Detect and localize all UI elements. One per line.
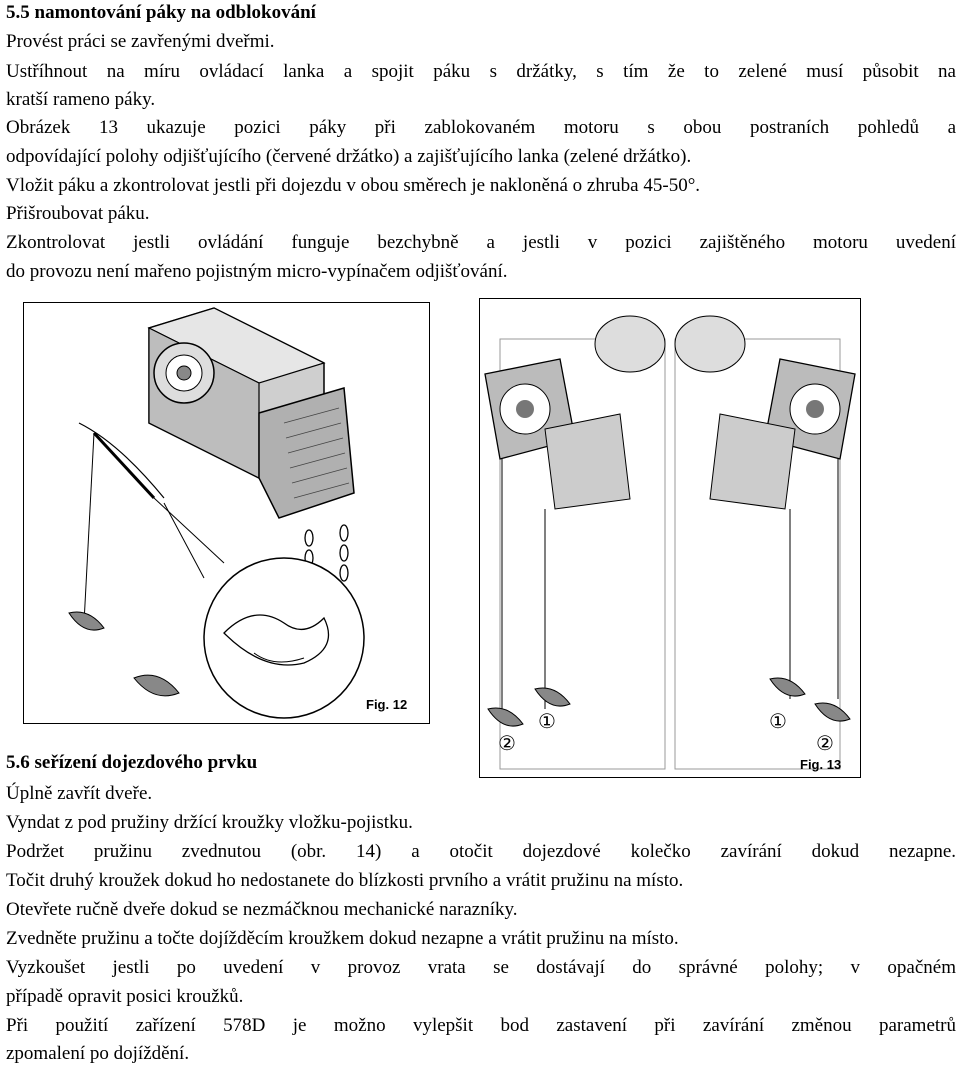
text-line: Ustříhnout na míru ovládací lanka a spoj… [6,61,956,82]
figure-12: Fig. 12 [23,302,430,724]
text-line: Provést práci se zavřenými dveřmi. [6,31,275,52]
text-line: případě opravit posici kroužků. [6,986,244,1007]
text-line: Zkontrolovat jestli ovládání funguje bez… [6,232,956,253]
text-line: Podržet pružinu zvednutou (obr. 14) a ot… [6,841,956,862]
text-line: Zvedněte pružinu a točte dojížděcím krou… [6,928,679,949]
text-line: Vložit páku a zkontrolovat jestli při do… [6,175,701,196]
text-line: Točit druhý kroužek dokud ho nedostanete… [6,870,684,891]
text-line: Vyzkoušet jestli po uvedení v provoz vra… [6,957,956,978]
figure-13-label: Fig. 13 [800,757,842,772]
text-line: kratší rameno páky. [6,89,156,110]
section-5-5-heading: 5.5 namontování páky na odblokování [6,2,316,23]
text-line: Vyndat z pod pružiny držící kroužky vlož… [6,812,413,833]
marker-1-left: ① [538,709,556,733]
marker-2-right: ② [816,731,834,755]
text-line: Přišroubovat páku. [6,203,150,224]
section-5-6-heading: 5.6 seřízení dojezdového prvku [6,752,264,774]
text-line: zpomalení po dojíždění. [6,1043,190,1064]
text-line: Úplně zavřít dveře. [6,783,153,804]
motors-side-views-illustration [484,315,856,770]
text-line: Obrázek 13 ukazuje pozici páky při zablo… [6,117,956,138]
text-line: Při použití zařízení 578D je možno vylep… [6,1015,956,1036]
marker-2-left: ② [498,731,516,755]
text-line: do provozu není mařeno pojistným micro-v… [6,261,508,282]
text-line: Otevřete ručně dveře dokud se nezmáčknou… [6,899,518,920]
figure-12-label: Fig. 12 [366,697,408,712]
figure-13: ② ① ① ② Fig. 13 [479,298,861,778]
marker-1-right: ① [769,709,787,733]
text-line: odpovídající polohy odjišťujícího (červe… [6,146,692,167]
motor-lever-illustration [68,307,365,719]
